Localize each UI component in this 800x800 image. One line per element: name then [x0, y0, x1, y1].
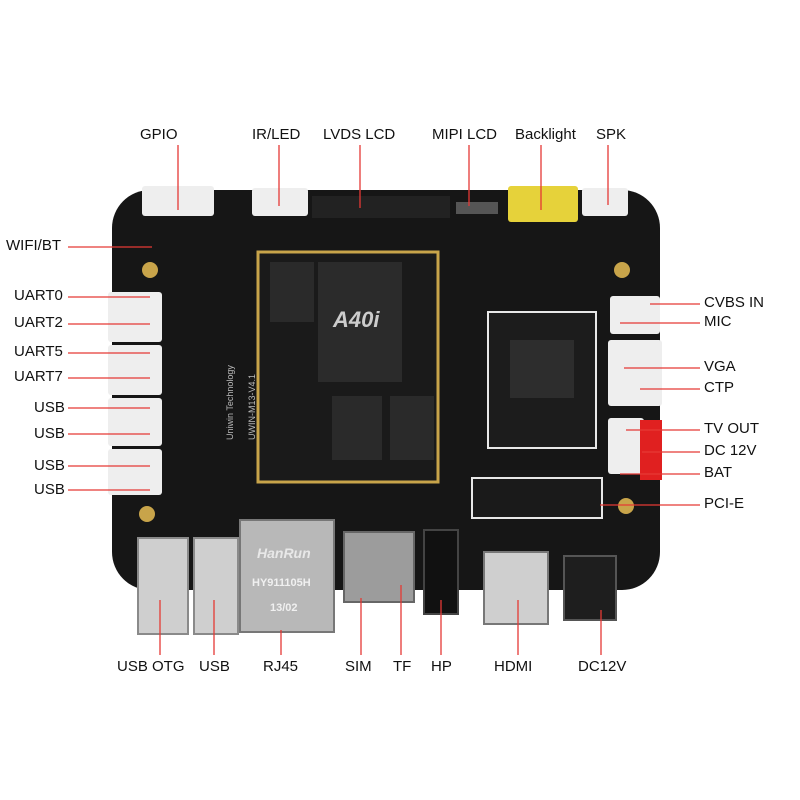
label-ir-led: IR/LED [252, 126, 301, 143]
lvds-header [312, 196, 450, 218]
label-cvbs-in: CVBS IN [704, 294, 765, 311]
vga-ctp-connector [608, 340, 662, 406]
uart0-uart2-connector [108, 292, 162, 342]
label-uart0: UART0 [14, 287, 63, 304]
sim-tf-slot [343, 531, 415, 603]
label-uart7: UART7 [14, 368, 63, 385]
dc12v-red-connector [640, 420, 662, 480]
label-wifi-bt: WIFI/BT [6, 237, 61, 254]
ram-chip-3 [390, 396, 434, 460]
rj45-port [239, 519, 335, 633]
usb-connector-lower [108, 449, 162, 495]
hanrun-date-label: 13/02 [270, 602, 298, 614]
label-usb-bottom: USB [199, 658, 230, 675]
mount-hole [614, 262, 630, 278]
label-hdmi: HDMI [494, 658, 533, 675]
label-pci-e: PCI-E [704, 495, 745, 512]
label-spk: SPK [596, 126, 627, 143]
vendor-label: Uniwin Technology [225, 365, 235, 440]
hanrun-label: HanRun [257, 545, 311, 561]
board-id-label: UWIN-M13-V4.1 [247, 373, 257, 440]
pcie-slot [471, 477, 603, 519]
ir-led-connector [252, 188, 308, 216]
label-backlight: Backlight [515, 126, 576, 143]
label-tf: TF [393, 658, 412, 675]
mount-hole [142, 262, 158, 278]
label-tv-out: TV OUT [704, 420, 759, 437]
usb-connector-upper [108, 398, 162, 446]
secondary-chip [510, 340, 574, 398]
cvbs-mic-connector [610, 296, 660, 334]
label-usb-4: USB [34, 481, 65, 498]
label-mic: MIC [704, 313, 732, 330]
label-gpio: GPIO [140, 126, 178, 143]
usb-port [193, 537, 239, 635]
label-usb-2: USB [34, 425, 65, 442]
label-hp: HP [431, 658, 452, 675]
mount-hole [139, 506, 155, 522]
label-dc12v-bottom: DC12V [578, 658, 627, 675]
label-vga: VGA [704, 358, 736, 375]
label-lvds-lcd: LVDS LCD [323, 126, 396, 143]
label-uart2: UART2 [14, 314, 63, 331]
dc12v-jack [563, 555, 617, 621]
ram-chip-2 [332, 396, 382, 460]
backlight-connector [508, 186, 578, 222]
mipi-connector [456, 202, 498, 214]
label-rj45: RJ45 [263, 658, 299, 675]
spk-connector [582, 188, 628, 216]
hdmi-port [483, 551, 549, 625]
label-usb-1: USB [34, 399, 65, 416]
soc-label: A40i [333, 307, 380, 332]
ram-chip-1 [270, 262, 314, 322]
hanrun-part-label: HY911105H [252, 577, 311, 589]
usb-otg-port [137, 537, 189, 635]
label-usb-otg: USB OTG [117, 658, 185, 675]
soc-chip [318, 262, 402, 382]
label-bat: BAT [704, 464, 733, 481]
tvout-connector [608, 418, 644, 474]
label-sim: SIM [345, 658, 372, 675]
label-usb-3: USB [34, 457, 65, 474]
label-uart5: UART5 [14, 343, 63, 360]
label-mipi-lcd: MIPI LCD [432, 126, 498, 143]
uart5-uart7-connector [108, 345, 162, 395]
label-dc-12v: DC 12V [704, 442, 757, 459]
leader-lines [68, 145, 700, 655]
label-ctp: CTP [704, 379, 734, 396]
mount-hole [618, 498, 634, 514]
